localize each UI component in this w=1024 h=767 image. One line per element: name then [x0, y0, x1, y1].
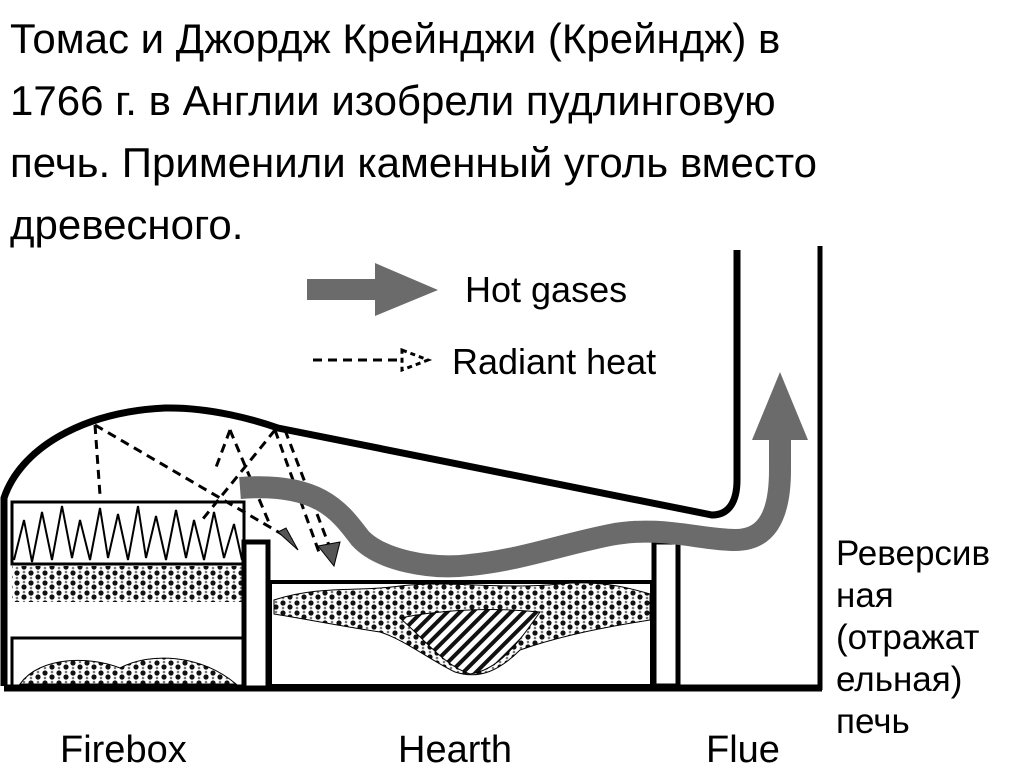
radiant-heat-legend-label: Radiant heat — [452, 341, 656, 382]
hot-gases-legend-label: Hot gases — [465, 269, 627, 310]
hot-gases-legend-arrow — [307, 263, 438, 316]
caption-line-4: ельная) — [836, 660, 963, 699]
slide-title: Томас и Джордж Крейнджи (Крейндж) в 1766… — [10, 8, 1015, 256]
metal-pool — [398, 609, 541, 675]
hearth — [268, 539, 681, 689]
hot-gas-arrowhead — [752, 372, 808, 440]
title-line-1: Томас и Джордж Крейнджи (Крейндж) в — [10, 15, 781, 62]
flames — [13, 505, 243, 563]
radiant-heat-legend-arrowhead — [400, 347, 433, 373]
radiant-heat-arrowhead-2 — [317, 541, 341, 568]
title-line-3: печь. Применили каменный уголь вместо — [10, 139, 818, 186]
radiant-heat-arrowhead-1 — [277, 527, 299, 551]
firebox — [10, 500, 271, 691]
caption-line-2: ная — [836, 576, 894, 615]
flue-bridge — [651, 539, 681, 689]
furnace-type-caption: Реверсив ная (отражат ельная) печь — [836, 533, 1016, 743]
flue-label: Flue — [706, 729, 780, 767]
title-line-4: древесного. — [10, 201, 244, 248]
legend: Hot gases Radiant heat — [307, 263, 656, 382]
title-line-2: 1766 г. в Англии изобрели пудлинговую — [10, 77, 776, 124]
caption-line-3: (отражат — [836, 618, 980, 657]
hearth-label: Hearth — [398, 729, 512, 767]
firebox-label: Firebox — [60, 729, 187, 767]
hot-gas-flow — [239, 372, 808, 578]
caption-line-1: Реверсив — [836, 534, 991, 573]
caption-line-5: печь — [836, 702, 910, 741]
fire-grate — [12, 566, 244, 602]
ash-pile — [19, 657, 238, 685]
fire-bridge — [241, 539, 271, 691]
